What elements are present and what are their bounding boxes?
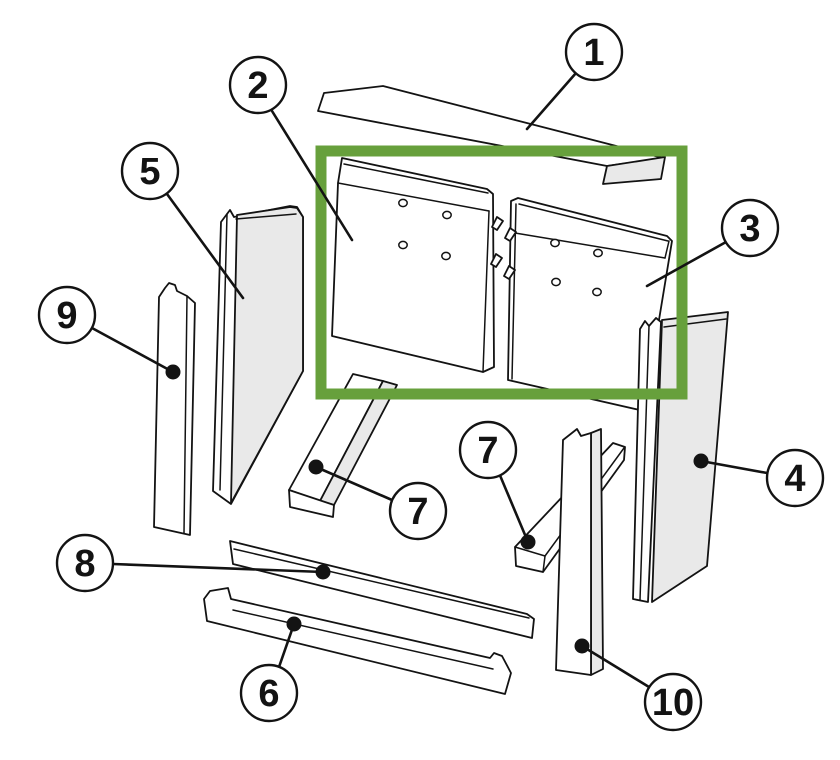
callout-4: 4 bbox=[693, 448, 825, 508]
part-3-hook bbox=[504, 227, 517, 242]
part-3-hook bbox=[503, 265, 516, 280]
callout-5: 5 bbox=[120, 141, 245, 300]
callout-4-label: 4 bbox=[784, 458, 805, 500]
callout-9: 9 bbox=[37, 285, 181, 380]
callout-1: 1 bbox=[525, 22, 624, 131]
callout-7-left-label: 7 bbox=[407, 491, 428, 533]
callout-5-label: 5 bbox=[139, 151, 160, 193]
callout-9-label: 9 bbox=[56, 295, 77, 337]
callout-10: 10 bbox=[574, 638, 703, 732]
part-9-left-front-strip bbox=[153, 282, 196, 536]
callout-10-leader-line bbox=[580, 644, 651, 689]
callout-7-right-label: 7 bbox=[477, 430, 498, 472]
callout-8-label: 8 bbox=[74, 543, 95, 585]
callout-3-leader-line bbox=[645, 240, 728, 288]
part-6-lower-front-rail bbox=[203, 587, 512, 695]
callout-1-leader-line bbox=[525, 71, 578, 131]
callout-7-right-leader-line bbox=[497, 471, 530, 544]
callout-6: 6 bbox=[239, 616, 302, 723]
callout-7-left: 7 bbox=[308, 459, 448, 541]
part-8-upper-front-rail bbox=[229, 540, 535, 639]
callout-7-left-leader-line bbox=[314, 465, 394, 502]
callout-1-label: 1 bbox=[583, 32, 604, 74]
callout-6-dot bbox=[286, 616, 302, 632]
callout-2: 2 bbox=[228, 55, 354, 242]
callout-9-circle bbox=[37, 285, 97, 345]
callout-6-label: 6 bbox=[258, 673, 279, 715]
callout-6-circle bbox=[239, 663, 299, 723]
callout-8-circle bbox=[55, 533, 115, 593]
callout-9-leader-line bbox=[90, 326, 175, 374]
callout-3-circle bbox=[720, 198, 780, 258]
callout-2-circle bbox=[228, 55, 288, 115]
part-2-hook bbox=[491, 216, 504, 231]
part-2-rear-left-panel bbox=[331, 157, 504, 373]
callout-2-leader-line bbox=[270, 109, 354, 242]
callout-10-circle bbox=[643, 672, 703, 732]
part-3-rear-right-panel bbox=[503, 197, 673, 412]
callout-7-right-circle bbox=[458, 420, 518, 480]
callout-5-leader-line bbox=[165, 192, 245, 300]
highlight-box bbox=[315, 145, 688, 400]
part-5-left-side-panel bbox=[212, 205, 304, 505]
callout-10-dot bbox=[574, 638, 590, 654]
callout-6-leader-line bbox=[277, 622, 296, 669]
callout-4-leader-line bbox=[699, 459, 769, 475]
callout-5-circle bbox=[120, 141, 180, 201]
callout-2-label: 2 bbox=[247, 65, 268, 107]
part-2-hook bbox=[490, 253, 503, 268]
callout-8: 8 bbox=[55, 533, 331, 593]
callout-1-circle bbox=[564, 22, 624, 82]
callout-7-right-dot bbox=[520, 534, 536, 550]
callout-8-leader-line bbox=[111, 562, 325, 574]
callout-3-label: 3 bbox=[739, 208, 760, 250]
callout-7-right: 7 bbox=[458, 420, 536, 550]
callout-7-left-dot bbox=[308, 459, 324, 475]
part-10-right-front-strip bbox=[555, 428, 604, 676]
callout-8-dot bbox=[315, 564, 331, 580]
callout-9-dot bbox=[165, 364, 181, 380]
callout-4-dot bbox=[693, 453, 709, 469]
callout-3: 3 bbox=[645, 198, 780, 288]
callout-4-circle bbox=[765, 448, 825, 508]
callouts: 1 2 3 4 5 6 7 7 8 9 10 bbox=[37, 22, 825, 732]
callout-7-left-circle bbox=[388, 481, 448, 541]
callout-10-label: 10 bbox=[652, 682, 694, 724]
